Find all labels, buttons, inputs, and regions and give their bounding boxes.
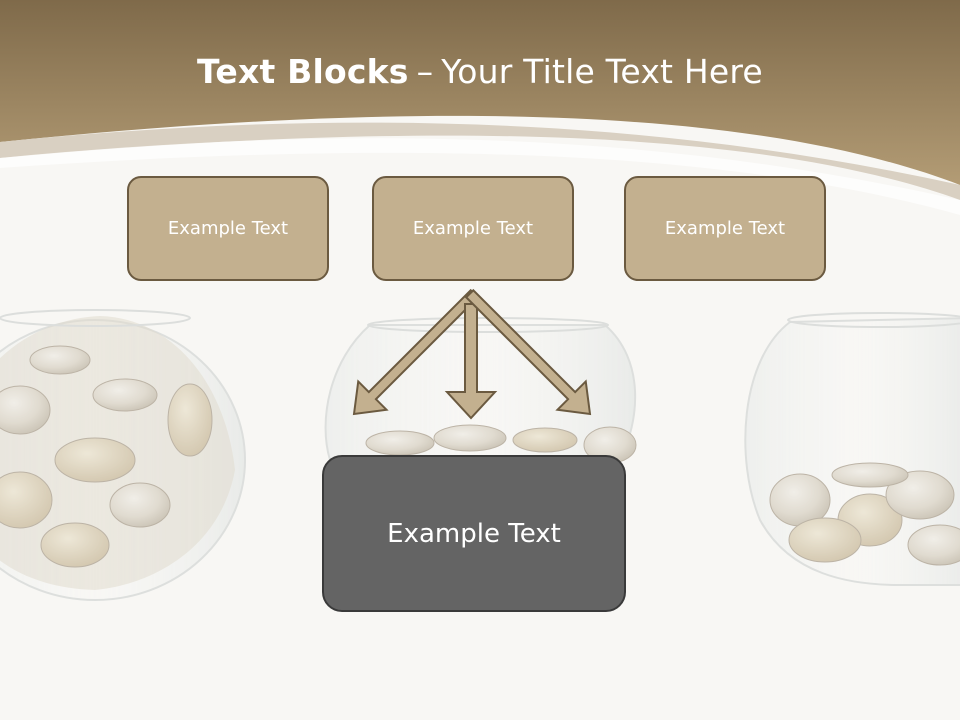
title-dash: – <box>416 52 434 91</box>
right-bowl <box>744 312 960 586</box>
text-block-2[interactable]: Example Text <box>372 176 574 281</box>
title-bold: Text Blocks <box>197 52 409 91</box>
left-bowl <box>0 309 246 601</box>
arrow-center-down <box>444 303 498 420</box>
header-band <box>0 0 960 215</box>
main-text-block[interactable]: Example Text <box>322 455 626 612</box>
title-text: Your Title Text Here <box>441 52 763 91</box>
text-block-label: Example Text <box>664 218 786 239</box>
text-block-label: Example Text <box>412 218 534 239</box>
arrow-left-diagonal <box>352 288 480 416</box>
arrow-right-diagonal <box>464 288 592 416</box>
text-block-label: Example Text <box>167 218 289 239</box>
main-text-block-label: Example Text <box>387 518 561 549</box>
text-block-1[interactable]: Example Text <box>127 176 329 281</box>
text-block-3[interactable]: Example Text <box>624 176 826 281</box>
slide-title: Text Blocks–Your Title Text Here <box>0 52 960 91</box>
